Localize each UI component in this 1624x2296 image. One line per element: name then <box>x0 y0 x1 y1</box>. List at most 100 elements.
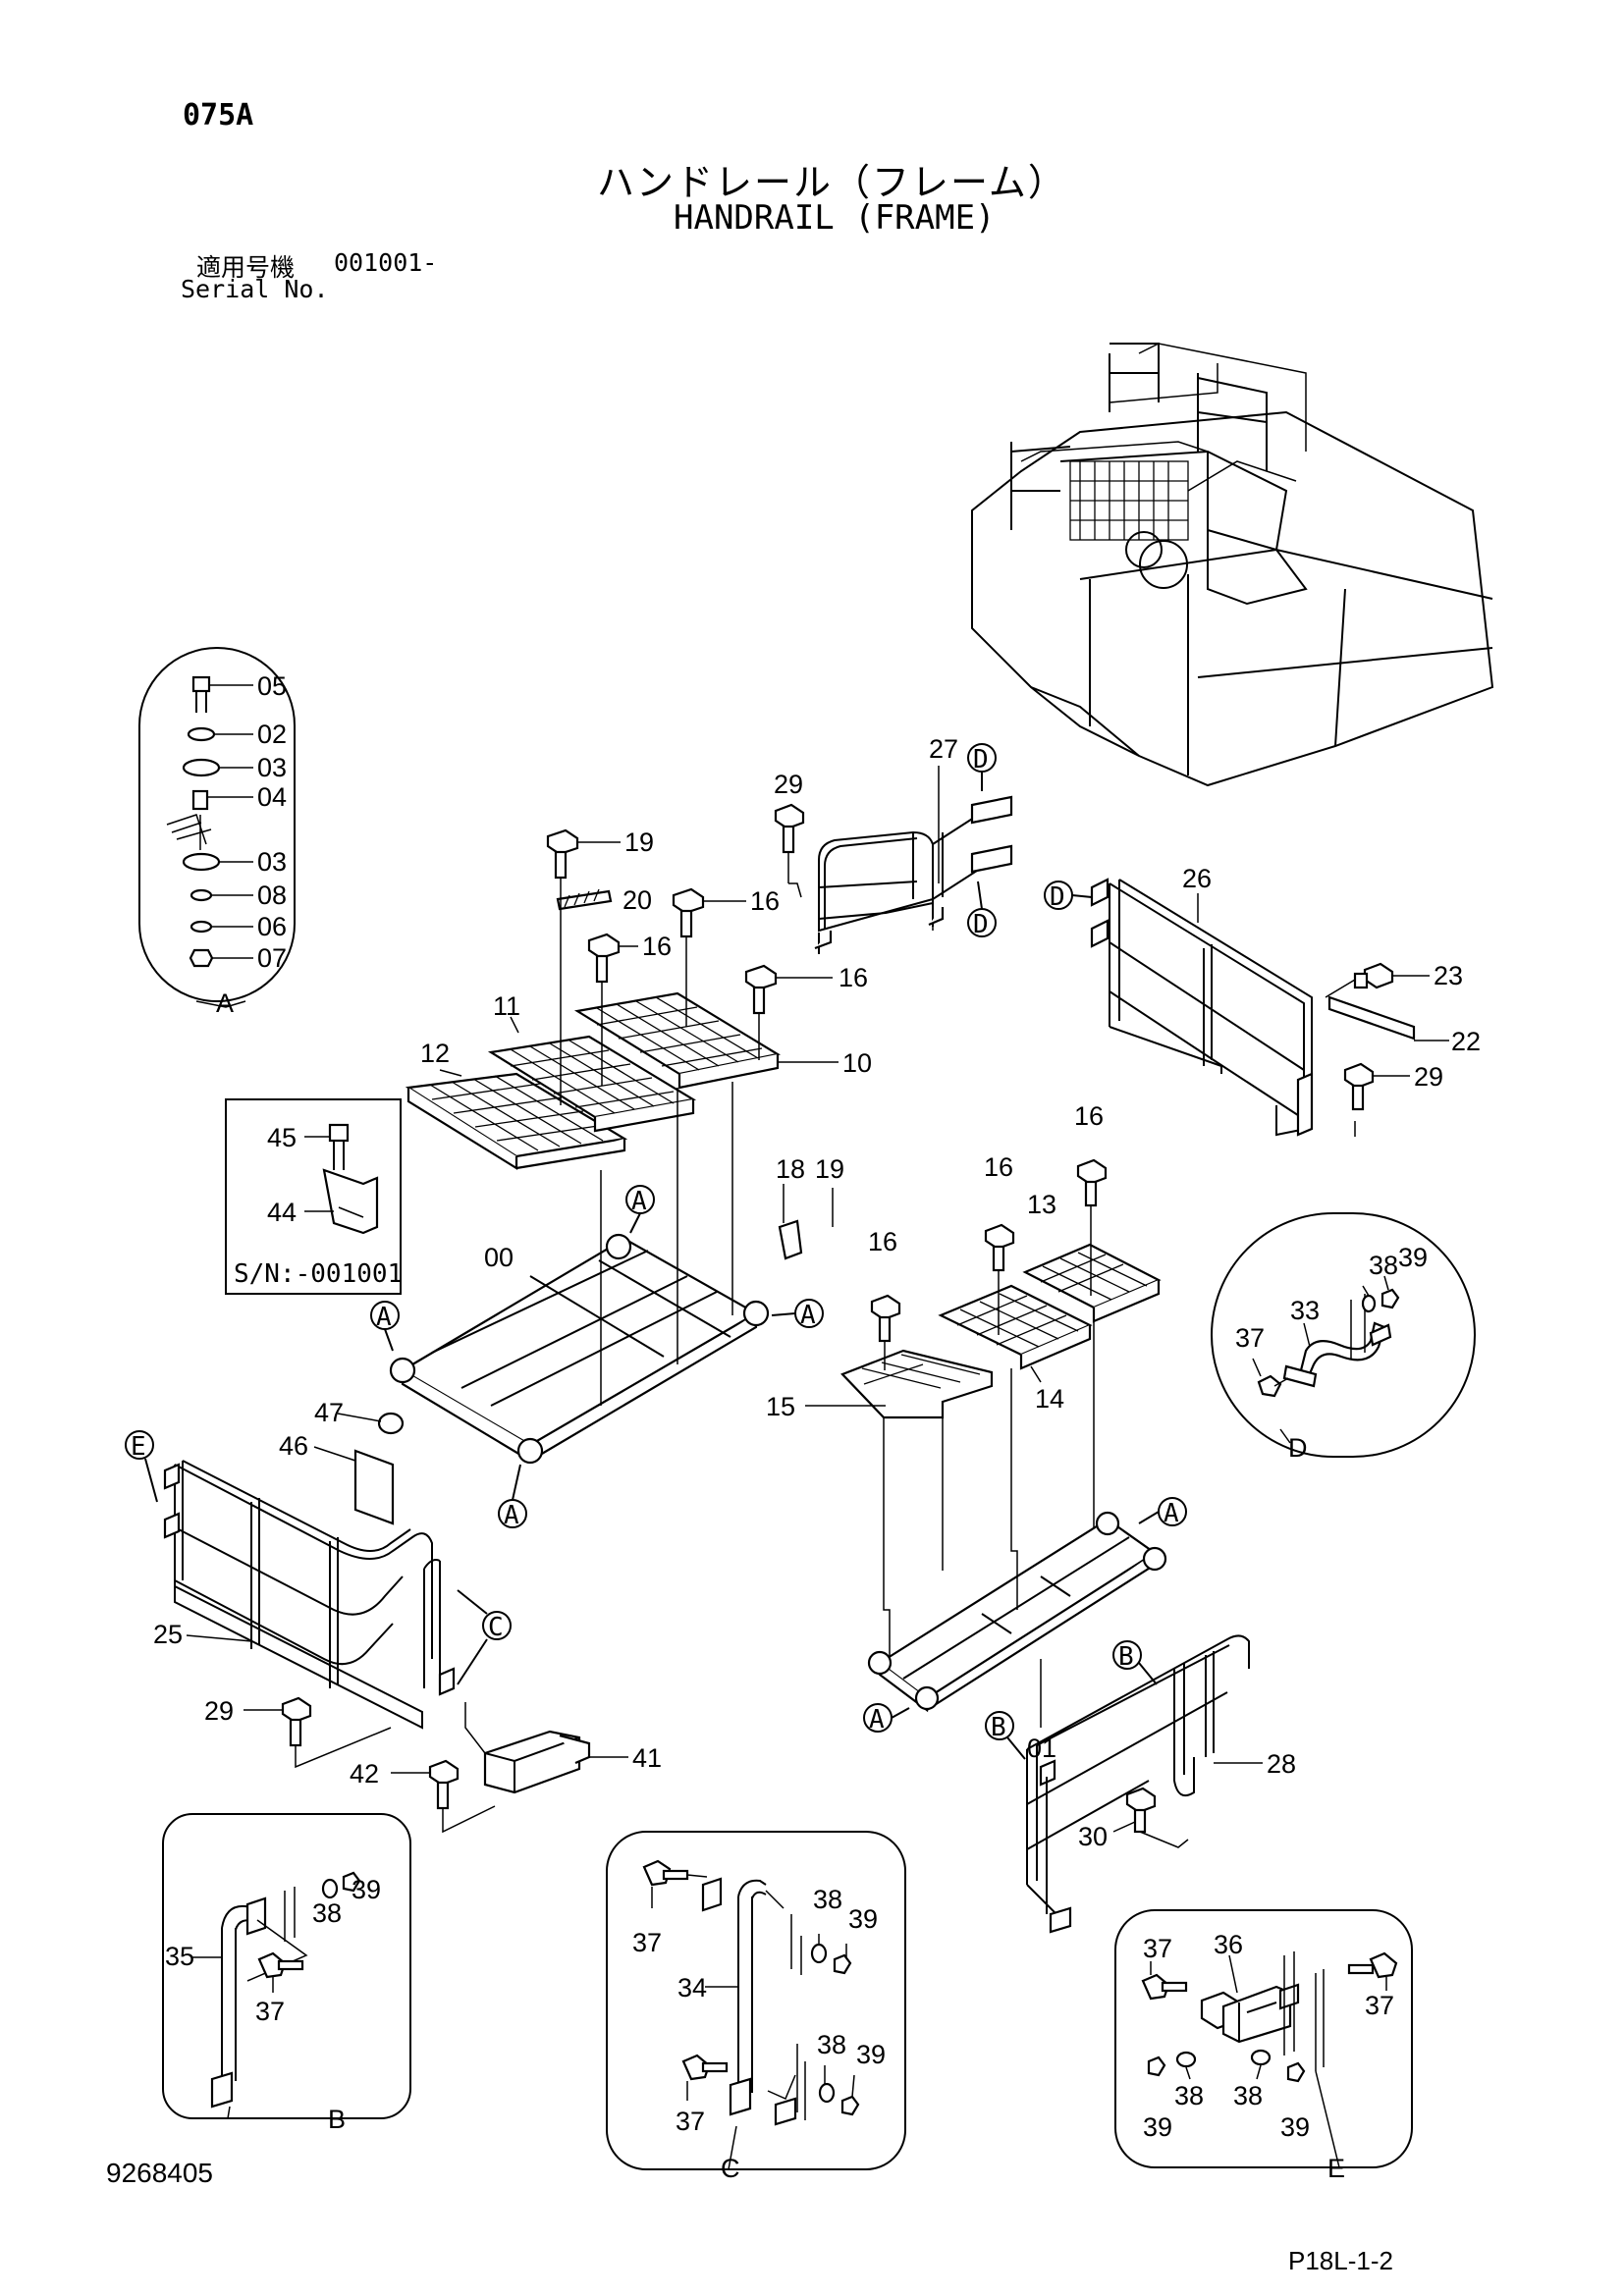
part-label-35: 35 <box>165 1942 194 1971</box>
part-label-00: 00 <box>484 1243 514 1272</box>
bolt-16-c <box>744 964 833 1015</box>
handrail-25 <box>163 1460 456 1730</box>
bolt-16-b <box>587 933 638 984</box>
detail-d-clamp <box>1211 1212 1476 1458</box>
part-label-29b: 29 <box>1414 1062 1443 1092</box>
part-label-38c2: 38 <box>817 2030 846 2059</box>
detail-e-caption: E <box>1327 2154 1345 2183</box>
bolt-16-lower-b <box>984 1223 1015 1335</box>
part-label-37c: 37 <box>632 1928 662 1957</box>
part-label-15: 15 <box>766 1392 795 1421</box>
part-label-45: 45 <box>267 1123 297 1152</box>
part-label-39e: 39 <box>1143 2112 1172 2142</box>
part-label-34: 34 <box>677 1973 707 2002</box>
bolt-16-a <box>672 887 746 938</box>
part-label-13: 13 <box>1027 1190 1056 1219</box>
callout-b-circle-2 <box>985 1711 1014 1740</box>
bolt-29-lower <box>244 1696 392 1769</box>
part-label-39d: 39 <box>1398 1243 1428 1272</box>
part-label-37c2: 37 <box>676 2107 705 2136</box>
bolt-leader-lines <box>560 878 760 1105</box>
part-label-16d: 16 <box>868 1227 897 1256</box>
part-label-23: 23 <box>1434 961 1463 990</box>
detail-b-caption: B <box>328 2105 346 2134</box>
part-label-47: 47 <box>314 1398 344 1427</box>
serial-number-value: 001001- <box>334 248 438 277</box>
part-label-30: 30 <box>1078 1822 1108 1851</box>
strip-plate-20 <box>556 889 613 911</box>
grating-panel-11 <box>487 1035 697 1133</box>
bolt-29-upper <box>774 803 805 898</box>
part-label-38e: 38 <box>1174 2081 1204 2110</box>
frame-00 <box>389 1082 803 1465</box>
part-label-07: 07 <box>257 943 287 973</box>
bolt-19 <box>546 828 621 880</box>
part-label-38e2: 38 <box>1233 2081 1263 2110</box>
grating-panel-15 <box>840 1349 994 1419</box>
part-label-36: 36 <box>1214 1930 1243 1959</box>
strip-plate-20-hatch <box>564 888 600 908</box>
part-label-03b: 03 <box>257 847 287 877</box>
detail-e-bracket <box>1114 1909 1413 2168</box>
part-label-16e: 16 <box>984 1152 1013 1182</box>
bolt-23 <box>1325 962 1430 998</box>
callout-a-3: A <box>800 1301 816 1330</box>
part-label-38b: 38 <box>312 1898 342 1928</box>
part-label-12: 12 <box>420 1039 450 1068</box>
part-label-27: 27 <box>929 734 958 764</box>
callout-b-circle-1 <box>1112 1640 1142 1670</box>
part-label-39b: 39 <box>352 1875 381 1904</box>
part-label-41: 41 <box>632 1743 662 1773</box>
part-label-22: 22 <box>1451 1027 1481 1056</box>
part-label-25: 25 <box>153 1620 183 1649</box>
bolt-29-right <box>1343 1062 1410 1111</box>
serial-note: S/N:-001001 <box>234 1259 403 1289</box>
part-label-26: 26 <box>1182 864 1212 893</box>
part-label-19: 19 <box>624 828 654 857</box>
part-label-16f: 16 <box>1074 1101 1104 1131</box>
part-label-16: 16 <box>750 886 780 916</box>
detail-c-caption: C <box>721 2154 740 2183</box>
detail-a-caption: A <box>216 988 234 1018</box>
bolt-42 <box>391 1759 496 1834</box>
part-label-20: 20 <box>623 885 652 915</box>
part-label-29: 29 <box>774 770 803 799</box>
page-title: HANDRAIL (FRAME) <box>674 198 996 238</box>
detail-c-stanchion <box>606 1831 906 2170</box>
part-label-08: 08 <box>257 881 287 910</box>
part-label-37b: 37 <box>255 1997 285 2026</box>
part-label-44: 44 <box>267 1198 297 1227</box>
part-label-42: 42 <box>350 1759 379 1789</box>
bolt-16-lower-c <box>1076 1158 1108 1296</box>
part-label-03: 03 <box>257 753 287 782</box>
serial-label-japanese: 適用号機 <box>196 253 296 282</box>
callout-d-1: D <box>973 745 989 774</box>
page-title-japanese: ハンドレール（フレーム） <box>597 161 1067 204</box>
part-label-11: 11 <box>493 991 520 1021</box>
document-number: 9268405 <box>106 2158 214 2188</box>
part-label-33: 33 <box>1290 1296 1320 1325</box>
part-label-05: 05 <box>257 671 287 701</box>
plate-22 <box>1327 995 1416 1041</box>
part-label-39c2: 39 <box>856 2040 886 2069</box>
grating-panel-12 <box>405 1072 628 1170</box>
callout-a-1: A <box>376 1303 392 1332</box>
part-label-02: 02 <box>257 720 287 749</box>
page-code: 075A <box>183 98 254 133</box>
grating-panel-10 <box>573 991 781 1090</box>
callout-d-2: D <box>973 910 989 939</box>
callout-a-2: A <box>631 1187 647 1216</box>
frame-01 <box>867 1321 1167 1713</box>
bolt-16-lower-a <box>870 1294 901 1370</box>
page-reference: P18L-1-2 <box>1288 2246 1393 2275</box>
callout-a-group-upper <box>370 1185 824 1528</box>
callout-e-1: E <box>131 1432 146 1462</box>
callout-c-1: C <box>488 1613 504 1642</box>
callout-b-1: B <box>1118 1642 1134 1672</box>
part-label-10: 10 <box>842 1048 872 1078</box>
part-label-38d: 38 <box>1369 1251 1398 1280</box>
part-label-37e: 37 <box>1143 1934 1172 1963</box>
callout-d-3: D <box>1050 882 1065 912</box>
handrail-27 <box>814 766 1013 954</box>
